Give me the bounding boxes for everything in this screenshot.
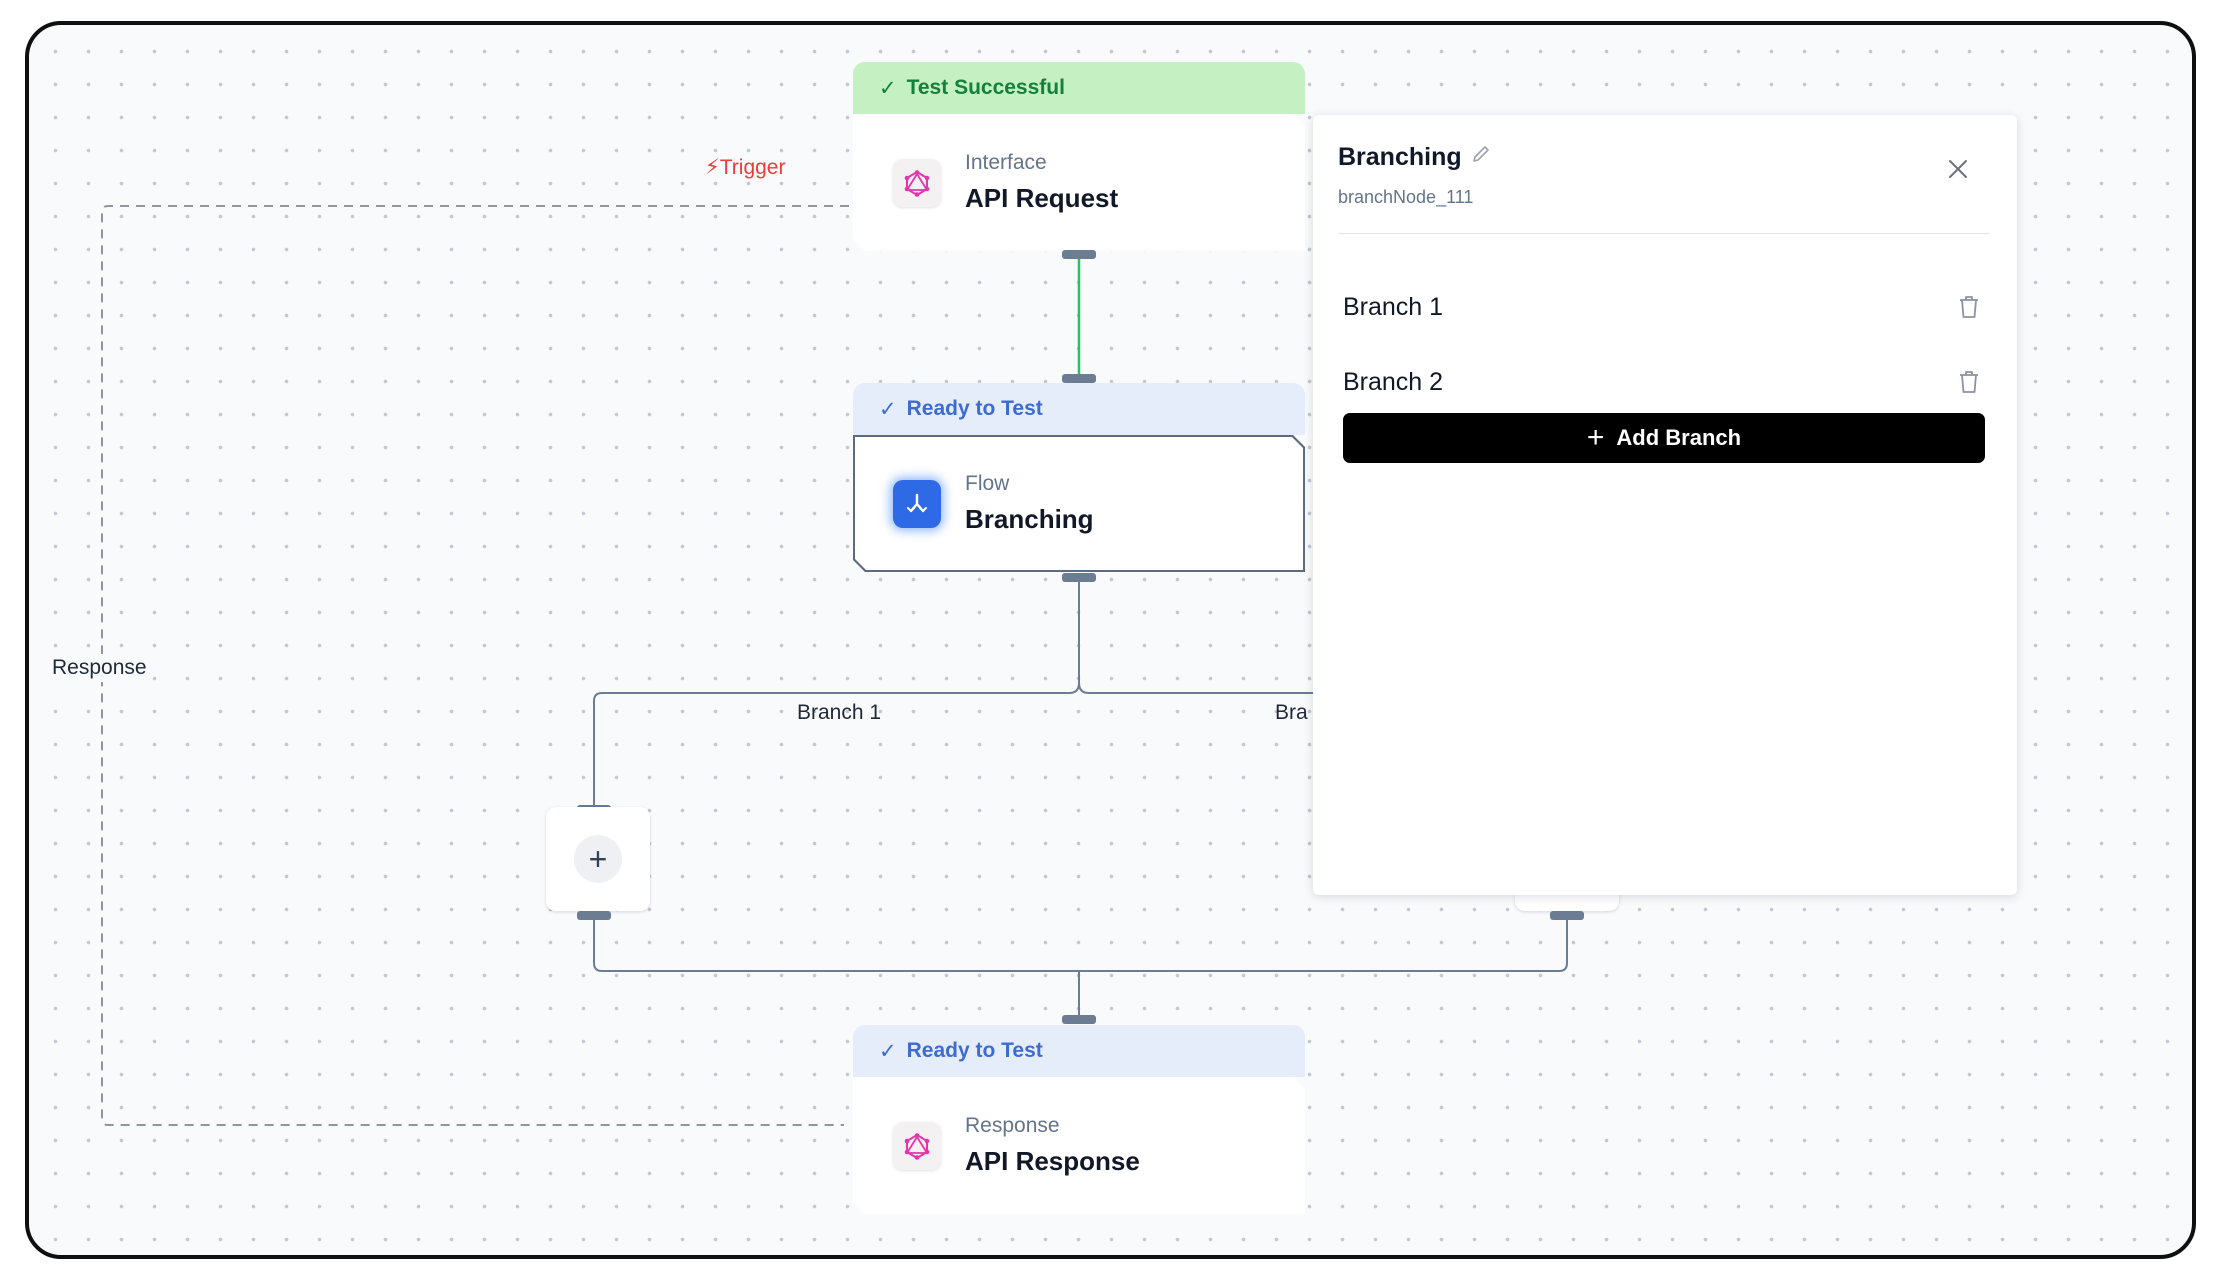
branch2-edge [1078,682,1314,694]
branch1-edge-label: Branch 1 [797,701,882,724]
graphql-icon [893,159,941,207]
node-title: Branching [965,504,1094,534]
node-body: Flow Branching [853,435,1305,572]
graphql-icon [893,1122,941,1170]
node-body: Response API Response [853,1077,1305,1214]
pencil-icon[interactable] [1470,143,1492,170]
api-request-node[interactable]: ✓ Test Successful Interface API Request [853,62,1305,251]
node-title: API Request [965,183,1119,213]
branch2-edge-label: Bra [1275,701,1308,724]
ready-to-test-status: ✓ Ready to Test [853,1025,1305,1077]
branch-row[interactable]: Branch 2 [1343,362,1983,402]
node-body: Interface API Request [853,114,1305,251]
trash-icon[interactable] [1955,293,1983,321]
check-icon: ✓ [879,76,897,100]
input-handle[interactable] [1062,1015,1096,1024]
add-step-node[interactable]: + [546,807,650,911]
divider [1338,233,1990,234]
node-id: branchNode_111 [1338,187,1474,207]
branch-row[interactable]: Branch 1 [1343,287,1983,327]
node-kind: Interface [965,151,1047,174]
merge-edge [593,915,1568,972]
status-label: Test Successful [906,76,1065,99]
output-handle[interactable] [1062,250,1096,259]
node-kind: Response [965,1114,1060,1137]
test-successful-status: ✓ Test Successful [853,62,1305,114]
panel-title: Branching [1338,143,1462,171]
branch-icon [893,480,941,528]
add-branch-label: Add Branch [1616,425,1742,450]
output-handle[interactable] [1550,911,1584,920]
workflow-canvas[interactable]: ⚡Trigger Response Branch 1 Bra ✓ Test Su… [25,21,2196,1259]
output-handle[interactable] [577,911,611,920]
trash-icon[interactable] [1955,368,1983,396]
branching-settings-panel: Branching branchNode_111 Branch 1 Branch… [1313,115,2017,895]
branching-node[interactable]: ✓ Ready to Test Flow Branching [853,383,1305,572]
close-icon[interactable] [1947,158,1969,185]
status-label: Ready to Test [906,1039,1043,1062]
ready-to-test-status: ✓ Ready to Test [853,383,1305,435]
node-kind: Flow [965,472,1010,495]
api-response-node[interactable]: ✓ Ready to Test Response API Response [853,1025,1305,1214]
input-handle[interactable] [1062,374,1096,383]
response-edge-label: Response [52,654,147,682]
plus-icon: + [1586,421,1605,454]
trigger-label: ⚡Trigger [705,156,786,179]
node-title: API Response [965,1146,1140,1176]
check-icon: ✓ [879,397,897,421]
check-icon: ✓ [879,1039,897,1063]
response-loop-edge [101,205,849,1126]
branch1-edge [593,577,1080,809]
add-step-button[interactable]: + [574,835,622,883]
add-branch-button[interactable]: + Add Branch [1343,413,1985,463]
branch-label: Branch 1 [1343,292,1444,321]
branch-label: Branch 2 [1343,367,1444,396]
output-handle[interactable] [1062,573,1096,582]
status-label: Ready to Test [906,397,1043,420]
